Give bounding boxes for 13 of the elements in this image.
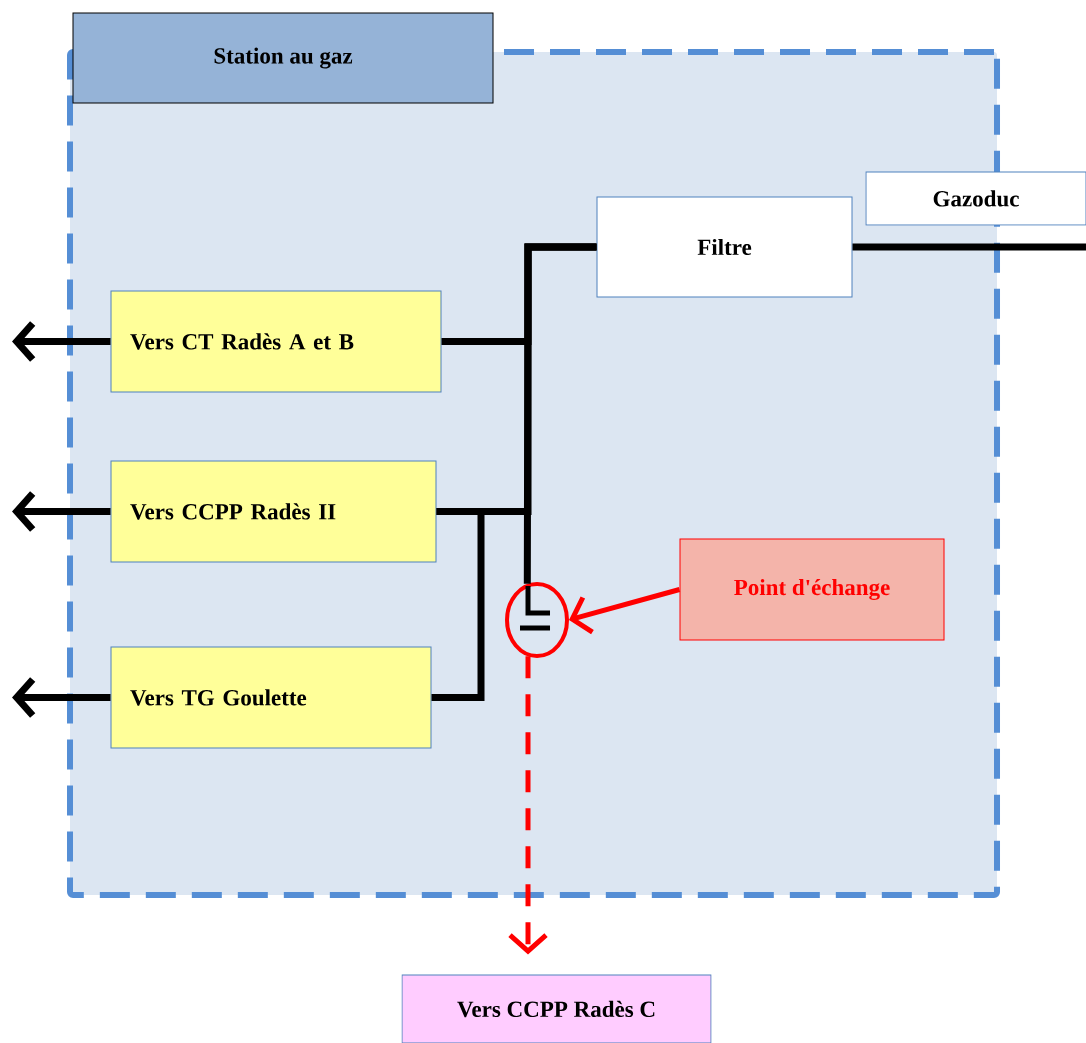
- callout-box: Point d'échange: [679, 538, 945, 641]
- arrow: [569, 587, 681, 635]
- label-box: Gazoduc: [865, 171, 1086, 226]
- pipeline: [431, 508, 485, 701]
- pipeline: [852, 243, 1086, 251]
- destination-box: Vers CCPP Radès C: [401, 974, 712, 1043]
- arrow: [508, 656, 548, 955]
- exchange-circle: [505, 582, 569, 658]
- filter-box: Filtre: [596, 196, 853, 298]
- destination-box: Vers CCPP Radès II: [110, 460, 437, 563]
- title-box: Station au gaz: [72, 12, 494, 104]
- destination-box: Vers TG Goulette: [110, 646, 432, 749]
- destination-box: Vers CT Radès A et B: [110, 290, 442, 393]
